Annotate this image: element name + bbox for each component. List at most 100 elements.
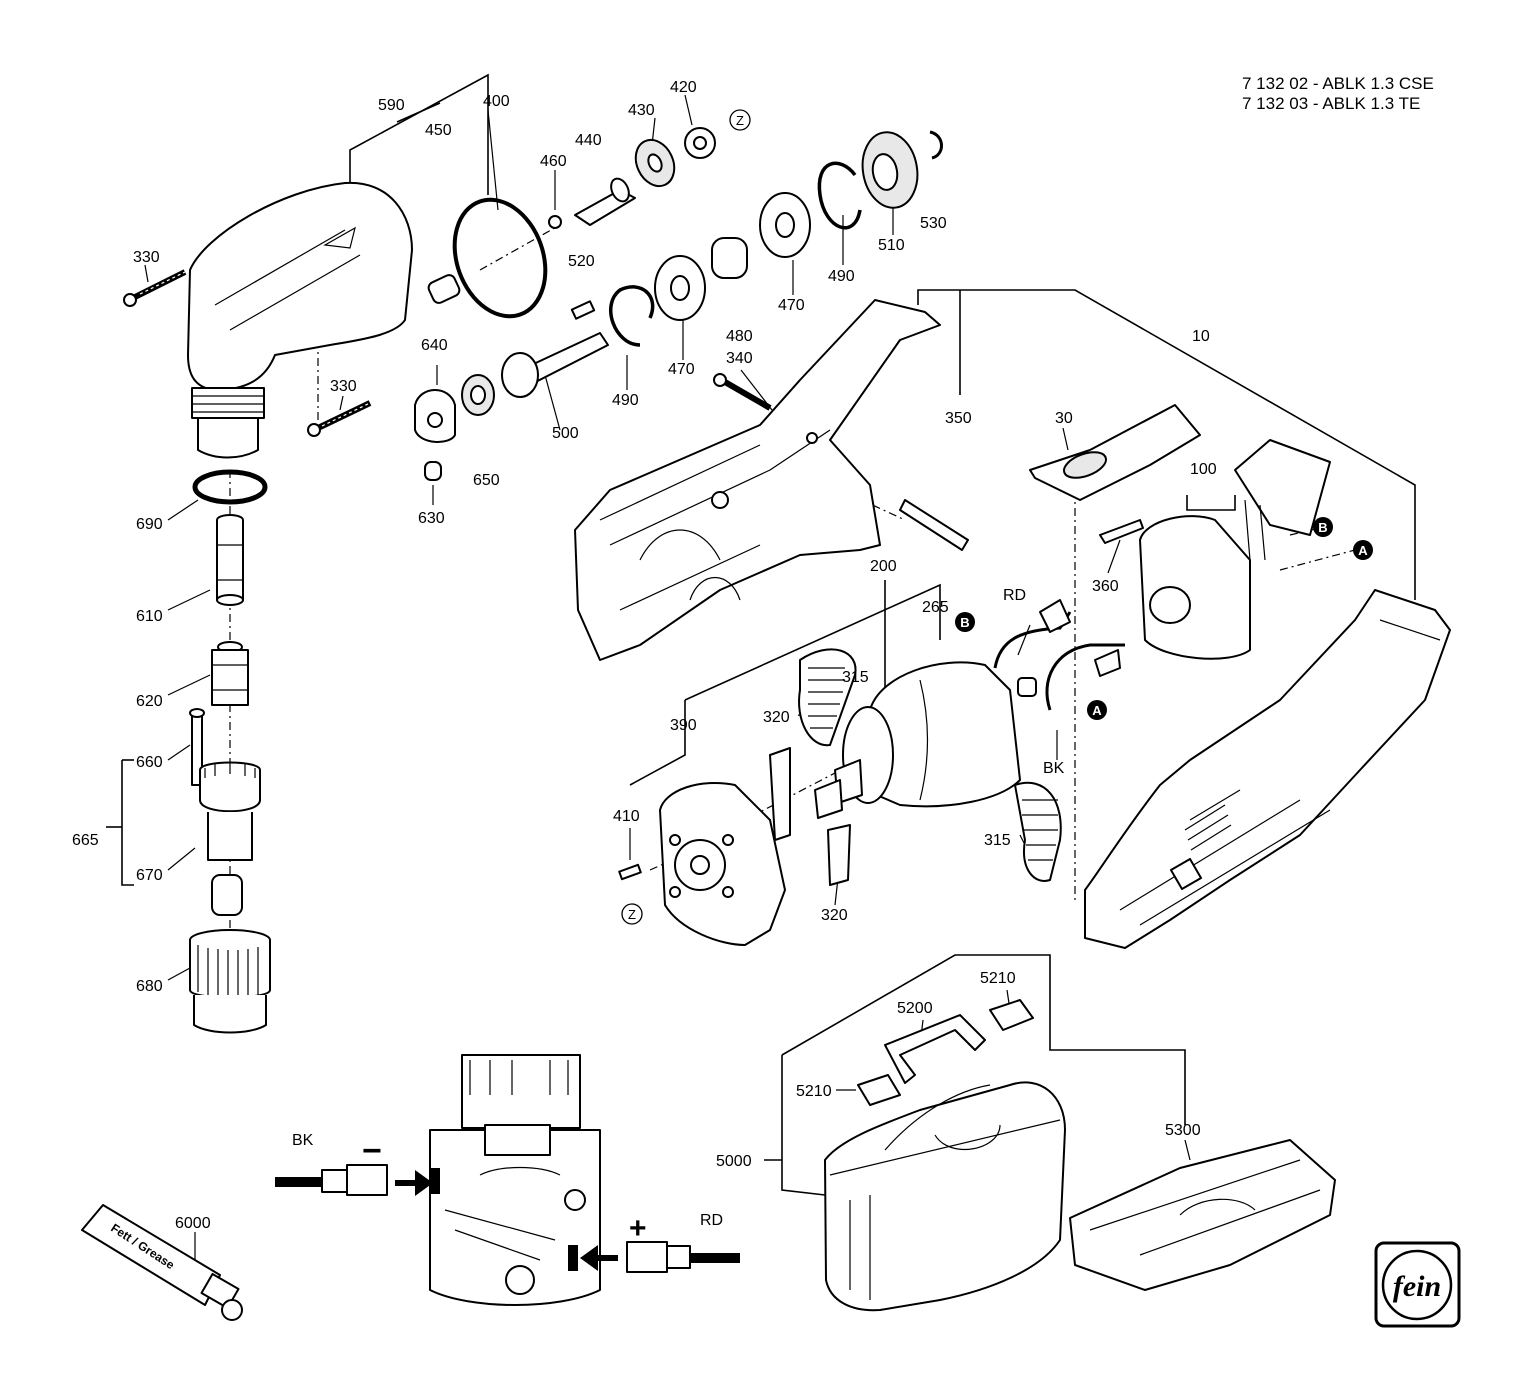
model-line-cse: 7 132 02 - ABLK 1.3 CSE — [1242, 74, 1434, 93]
clip-360 — [1099, 519, 1144, 544]
screw-340 — [713, 373, 772, 411]
bearing-plate-390 — [659, 781, 786, 946]
electronics-100 — [1139, 439, 1331, 660]
label-680: 680 — [136, 978, 163, 995]
bearing-470-upper — [759, 192, 811, 258]
latch-5210-left — [857, 1074, 901, 1106]
label-350: 350 — [945, 410, 972, 427]
label-360: 360 — [1092, 578, 1119, 595]
label-490-upper: 490 — [828, 268, 855, 285]
label-315-lower: 315 — [984, 832, 1011, 849]
marker-z-upper: Z — [729, 109, 751, 131]
label-670: 670 — [136, 867, 163, 884]
label-265: 265 — [922, 599, 949, 616]
grease-tube-6000: Fett / Grease — [81, 1204, 243, 1321]
needle-bearing-650 — [461, 374, 495, 416]
sleeve-620 — [211, 641, 249, 706]
o-ring-690 — [192, 469, 268, 505]
label-650: 650 — [473, 472, 500, 489]
screw-330-mid — [307, 400, 372, 437]
screw-330-top — [123, 269, 187, 307]
label-690: 690 — [136, 516, 163, 533]
svg-text:Z: Z — [628, 907, 636, 922]
housing-half-upper — [574, 299, 941, 661]
pin-350 — [899, 499, 969, 551]
latch-5210-right — [989, 999, 1034, 1031]
label-440: 440 — [575, 132, 602, 149]
knurled-nut-680 — [189, 929, 271, 1034]
case-5000 — [824, 1081, 1066, 1312]
marker-a-lower: A — [1087, 700, 1107, 720]
insert-5300 — [1069, 1139, 1336, 1291]
label-430: 430 — [628, 102, 655, 119]
label-500: 500 — [552, 425, 579, 442]
housing-half-lower — [1084, 589, 1451, 949]
label-450: 450 — [425, 122, 452, 139]
spindle-500 — [501, 332, 609, 398]
label-315-upper: 315 — [842, 669, 869, 686]
label-320-upper: 320 — [763, 709, 790, 726]
label-100: 100 — [1190, 461, 1217, 478]
label-630: 630 — [418, 510, 445, 527]
circlip-490-lower — [609, 285, 655, 347]
label-5000: 5000 — [716, 1153, 752, 1170]
label-390: 390 — [670, 717, 697, 734]
label-5210-left: 5210 — [796, 1083, 832, 1100]
label-470-lower: 470 — [668, 361, 695, 378]
svg-text:B: B — [1318, 520, 1327, 535]
logo-wordmark: fein — [1393, 1270, 1441, 1303]
spring-320-lower — [827, 824, 851, 886]
rd-wire-connector — [568, 1241, 740, 1273]
wire-harness — [993, 599, 1125, 711]
label-510: 510 — [878, 237, 905, 254]
assembly-bracket-lines — [106, 73, 1416, 1196]
label-30: 30 — [1055, 410, 1073, 427]
label-5210-right: 5210 — [980, 970, 1016, 987]
pin-410 — [618, 863, 642, 881]
magnet-315-lower — [1014, 781, 1062, 882]
o-ring-400 — [452, 197, 548, 319]
model-numbers: 7 132 02 - ABLK 1.3 CSE 7 132 03 - ABLK … — [1242, 74, 1434, 114]
label-minus: − — [362, 1132, 382, 1170]
svg-text:B: B — [960, 615, 969, 630]
shaft-610 — [216, 514, 244, 606]
marker-b-upper: B — [1313, 517, 1333, 537]
handle-5200 — [884, 1014, 986, 1084]
svg-text:A: A — [1092, 703, 1102, 718]
needle-sleeve-590 — [427, 274, 461, 304]
circlip-490-upper — [817, 161, 862, 230]
label-bk-upper: BK — [1043, 760, 1065, 777]
key-plates — [570, 300, 596, 320]
label-410: 410 — [613, 808, 640, 825]
bk-wire-connector — [275, 1164, 440, 1196]
label-5200: 5200 — [897, 1000, 933, 1017]
part-number-labels: 590 450 400 420 430 440 460 520 530 510 … — [72, 79, 1217, 1245]
switch-cover-30 — [1029, 404, 1201, 501]
motor-200 — [814, 661, 1037, 819]
label-340: 340 — [726, 350, 753, 367]
bearing-470-lower — [654, 255, 706, 321]
fein-logo: fein — [1374, 1241, 1461, 1328]
sleeve-upper — [711, 237, 748, 279]
label-620: 620 — [136, 693, 163, 710]
label-610: 610 — [136, 608, 163, 625]
svg-text:A: A — [1358, 543, 1368, 558]
label-640: 640 — [421, 337, 448, 354]
label-plus: + — [629, 1212, 647, 1245]
label-330-top: 330 — [133, 249, 160, 266]
label-10: 10 — [1192, 328, 1210, 345]
washer-460 — [548, 215, 562, 229]
label-rd-lower: RD — [700, 1212, 723, 1229]
gear-510 — [861, 131, 919, 209]
label-490-lower: 490 — [612, 392, 639, 409]
roller-630 — [424, 461, 442, 481]
label-320-lower: 320 — [821, 907, 848, 924]
label-420: 420 — [670, 79, 697, 96]
pin-660 — [189, 708, 205, 786]
label-520: 520 — [568, 253, 595, 270]
gear-head-housing — [187, 181, 413, 459]
label-470-upper: 470 — [778, 297, 805, 314]
label-530: 530 — [920, 215, 947, 232]
model-line-te: 7 132 03 - ABLK 1.3 TE — [1242, 94, 1421, 113]
label-480: 480 — [726, 328, 753, 345]
